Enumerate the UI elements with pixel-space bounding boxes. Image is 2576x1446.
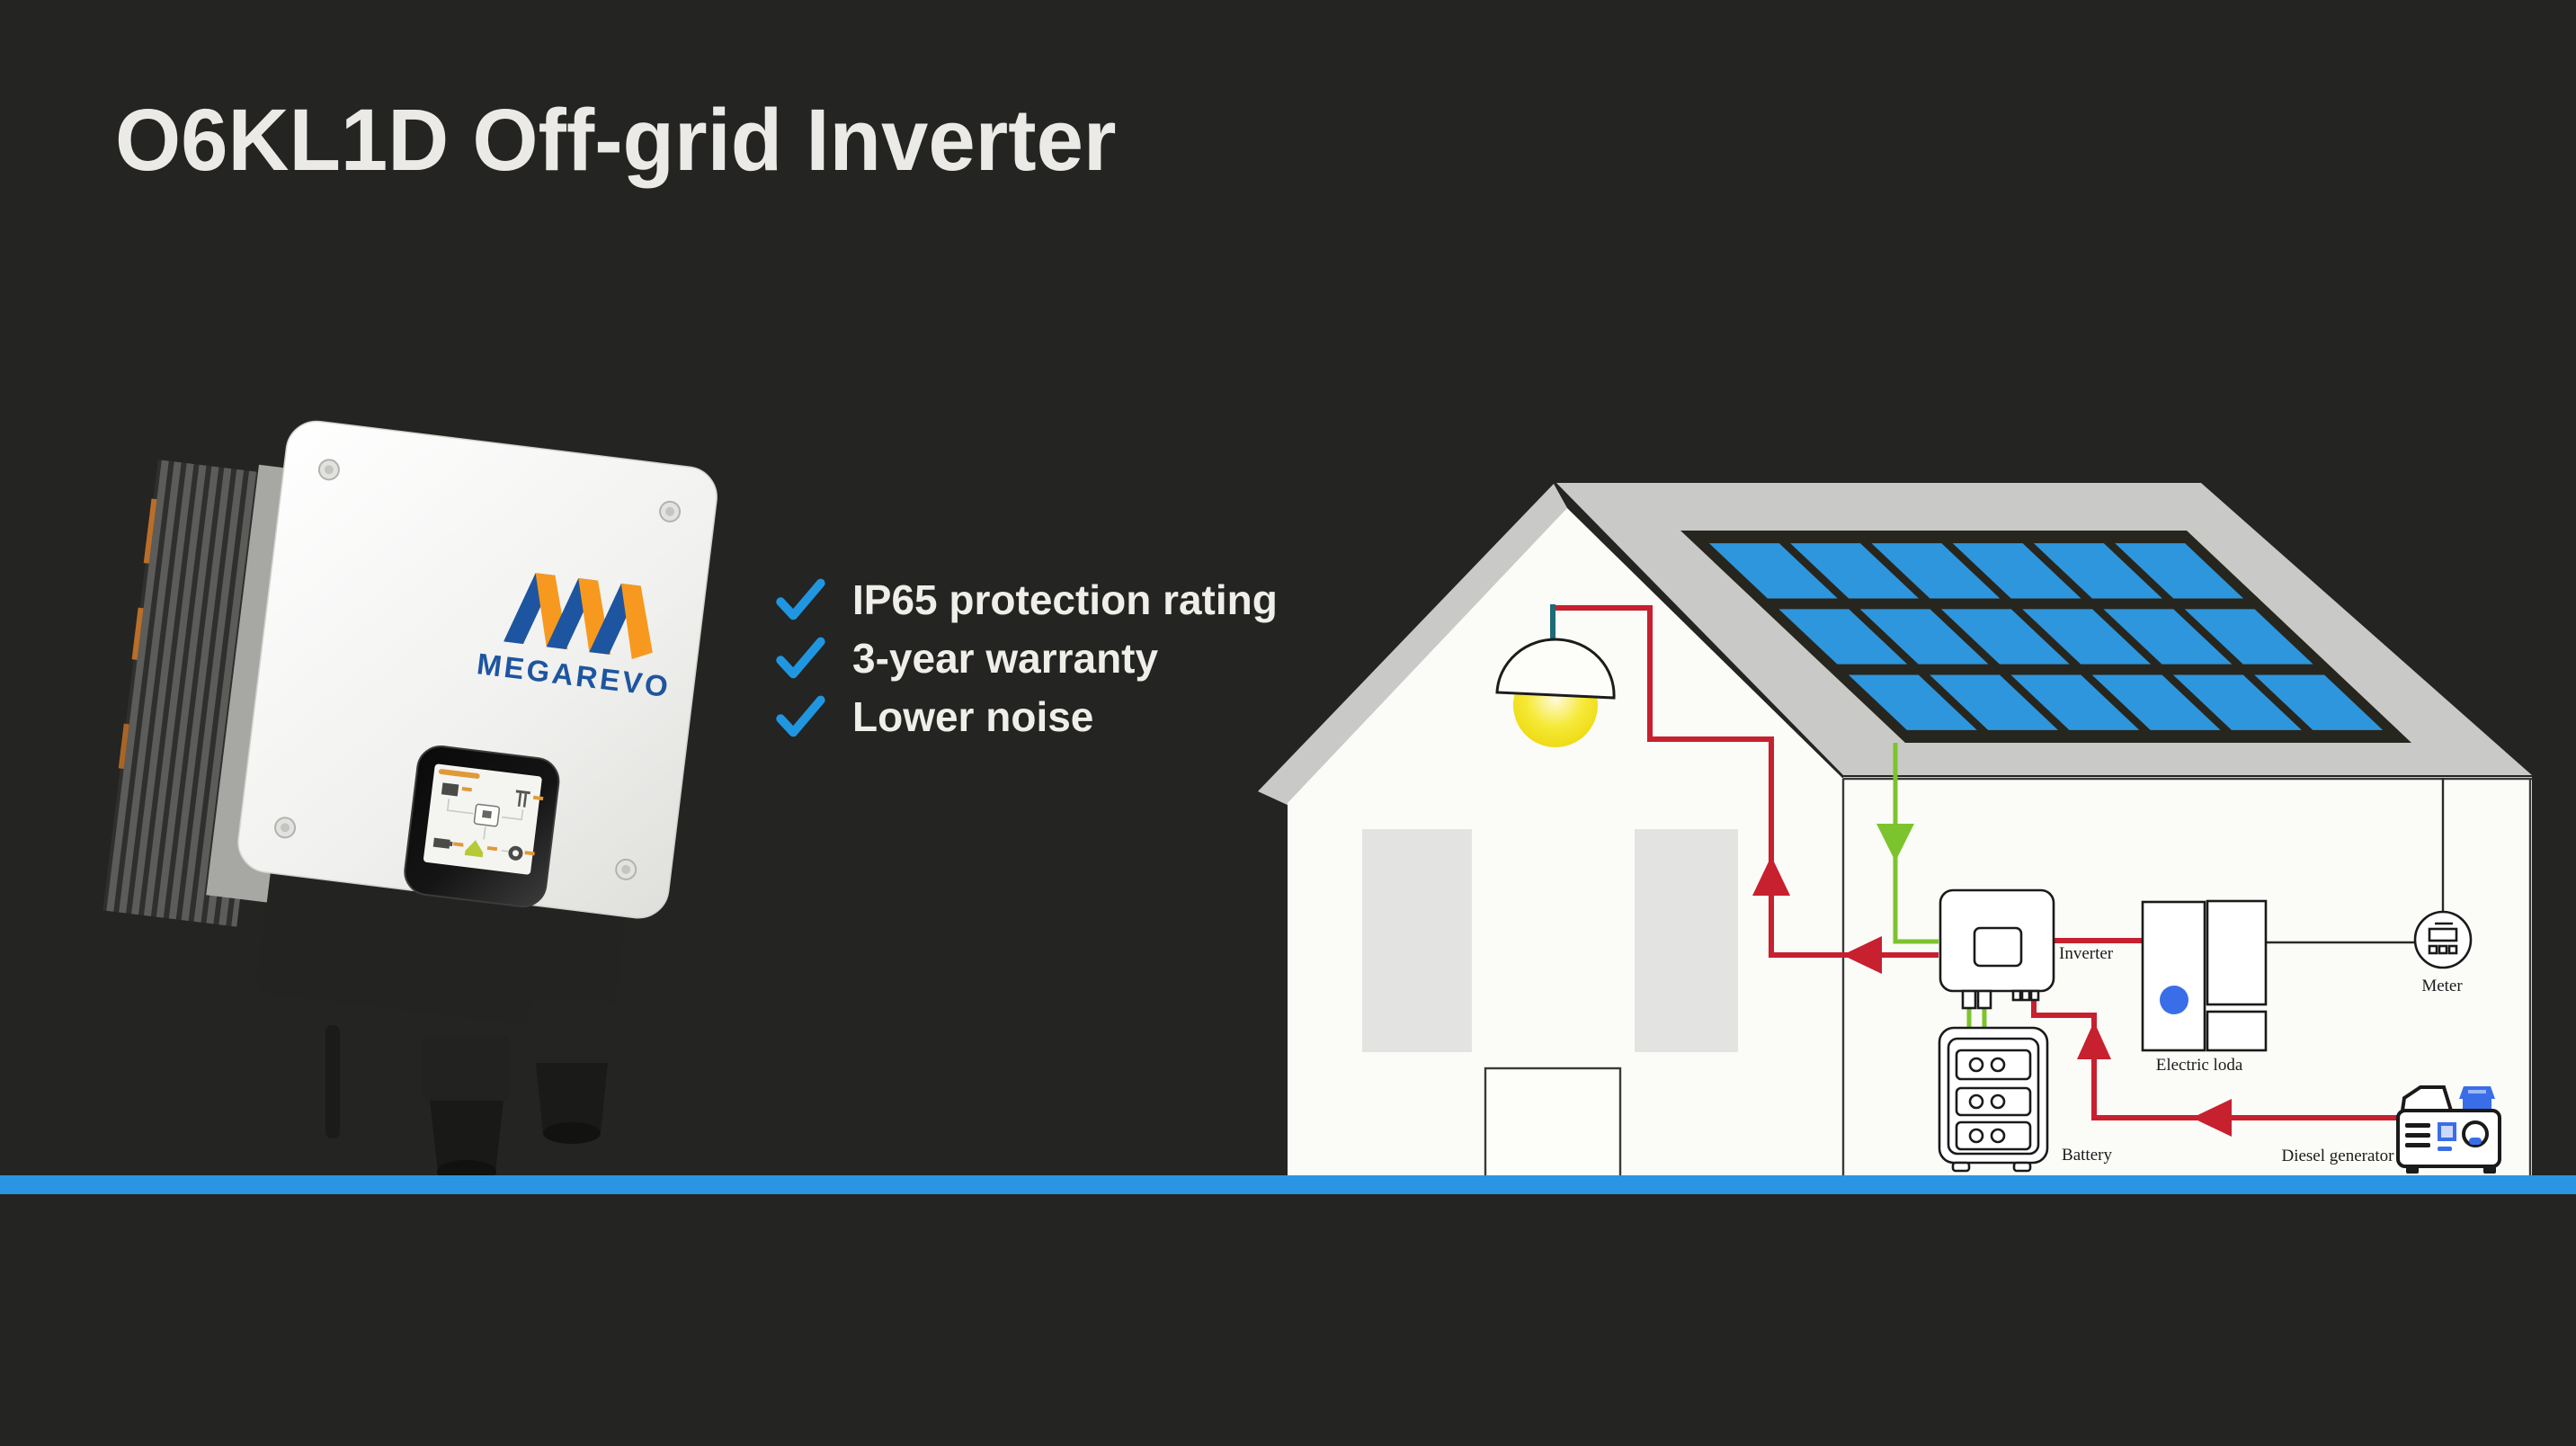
- lcd-screen: [404, 745, 560, 908]
- megarevo-logo-mark: [504, 573, 653, 659]
- solar-cell: [1871, 543, 2001, 599]
- solar-cell: [1708, 543, 1838, 599]
- solar-cell-grid: [1708, 543, 2384, 730]
- solar-cell: [2022, 609, 2152, 665]
- arrow-up-icon: [2077, 1022, 2111, 1059]
- diesel-generator-label: Diesel generator: [2281, 1147, 2394, 1165]
- load-handle-dot: [2160, 986, 2188, 1014]
- cable-gland: [529, 1000, 615, 1144]
- solar-cell: [2091, 674, 2221, 730]
- solar-cell: [2010, 674, 2140, 730]
- battery-icon: [1938, 1026, 2049, 1173]
- cable-glands: [325, 1000, 615, 1183]
- solar-cell: [2184, 609, 2313, 665]
- inverter-label: Inverter: [2059, 944, 2114, 963]
- cable-gland: [423, 1036, 511, 1183]
- heatsink-orange-edge: [131, 607, 144, 660]
- solar-cell: [2033, 543, 2162, 599]
- bottom-accent-bar: [0, 1175, 2576, 1194]
- meter-icon: [2413, 910, 2473, 969]
- solar-cell: [1859, 609, 1989, 665]
- inverter-icon: [1939, 888, 2055, 1010]
- solar-panel: [1680, 531, 2411, 743]
- window: [1362, 829, 1472, 1052]
- checkmark-icon: [776, 578, 825, 620]
- page-title: O6KL1D Off-grid Inverter: [115, 91, 1117, 189]
- feature-item: 3-year warranty: [775, 629, 1278, 687]
- solar-cell: [1930, 674, 2059, 730]
- feature-label: Lower noise: [852, 692, 1094, 740]
- door: [1484, 1067, 1622, 1180]
- solar-cell: [1940, 609, 2070, 665]
- battery-label: Battery: [2062, 1146, 2112, 1165]
- electric-load-icon: [2141, 899, 2268, 1052]
- lamp-shade: [1495, 638, 1616, 700]
- house-illustration: Inverter Electric loda Meter Battery Die…: [1258, 483, 2532, 1180]
- solar-cell: [1790, 543, 1920, 599]
- product-inverter-photo: MEGAREVO: [103, 420, 718, 1183]
- gable-roof-edge: [1258, 484, 1571, 807]
- feature-item: Lower noise: [775, 687, 1278, 745]
- window: [1635, 829, 1738, 1052]
- antenna-rod: [325, 1025, 340, 1138]
- solar-cell: [1952, 543, 2081, 599]
- arrow-up-icon: [1752, 856, 1790, 896]
- solar-cell: [2254, 674, 2384, 730]
- wiring: [1553, 605, 2445, 1137]
- feature-item: IP65 protection rating: [775, 570, 1278, 629]
- checkmark-icon: [776, 695, 825, 736]
- arrow-left-icon: [1842, 936, 1882, 974]
- electric-load-label: Electric loda: [2156, 1056, 2243, 1075]
- solar-cell: [2103, 609, 2233, 665]
- solar-cell: [2172, 674, 2302, 730]
- wire-inverter-to-lamp: [1553, 605, 1939, 958]
- lcd-mini-diagram: [432, 769, 544, 861]
- feature-list: IP65 protection rating 3-year warranty L…: [775, 570, 1278, 745]
- arrow-down-icon: [1876, 824, 1914, 861]
- feature-label: IP65 protection rating: [852, 576, 1278, 623]
- solar-cell: [2115, 543, 2244, 599]
- checkmark-icon: [776, 637, 825, 678]
- arrow-left-icon: [2192, 1099, 2232, 1137]
- corner-screws: [274, 459, 682, 880]
- solar-cell: [1778, 609, 1908, 665]
- pendant-lamp: [1495, 604, 1616, 747]
- solar-cell: [1848, 674, 1977, 730]
- heatsink-orange-edge: [143, 498, 157, 564]
- inverter-body: MEGAREVO: [237, 420, 718, 919]
- diesel-generator-icon: [2396, 1085, 2501, 1174]
- feature-label: 3-year warranty: [852, 634, 1159, 682]
- heatsink-orange-edge: [118, 723, 129, 770]
- meter-label: Meter: [2421, 977, 2463, 995]
- wire-solar-to-inverter: [1893, 743, 1939, 944]
